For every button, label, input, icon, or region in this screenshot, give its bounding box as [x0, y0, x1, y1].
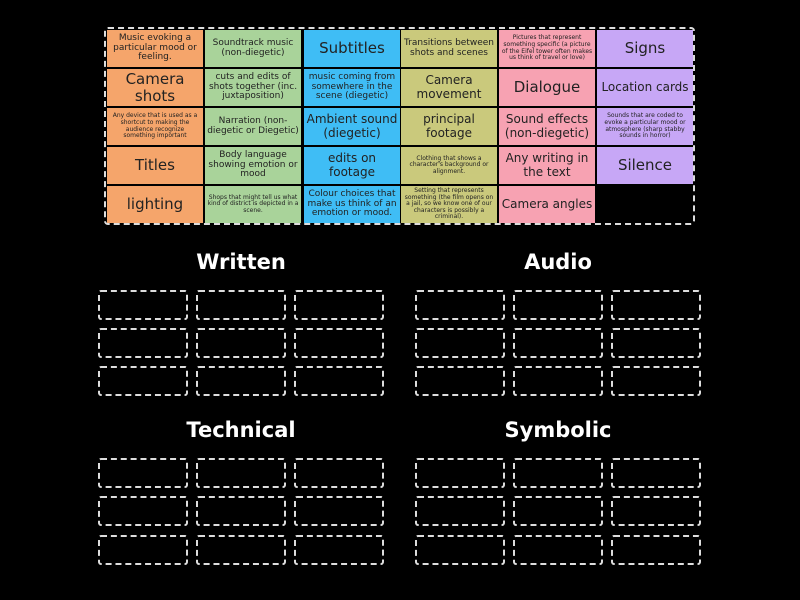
group-title: Written	[196, 250, 286, 274]
drop-slot[interactable]	[98, 366, 188, 396]
drop-slot[interactable]	[294, 290, 384, 320]
draggable-tile[interactable]: Body language showing emotion or mood	[205, 147, 301, 184]
draggable-tile[interactable]: Soundtrack music (non-diegetic)	[205, 30, 301, 67]
drop-slot[interactable]	[196, 458, 286, 488]
drop-slot[interactable]	[98, 535, 188, 565]
drop-slot[interactable]	[98, 290, 188, 320]
draggable-tile[interactable]: Pictures that represent something specif…	[499, 30, 595, 67]
drop-slot[interactable]	[611, 458, 701, 488]
drop-slot[interactable]	[415, 290, 505, 320]
draggable-tile[interactable]: Location cards	[597, 69, 693, 106]
draggable-tile[interactable]: Colour choices that make us think of an …	[304, 186, 400, 223]
draggable-tile[interactable]: Clothing that shows a character's backgr…	[401, 147, 497, 184]
draggable-tile[interactable]: Ambient sound (diegetic)	[304, 108, 400, 145]
draggable-tile[interactable]: Any writing in the text	[499, 147, 595, 184]
draggable-tile[interactable]: Camera movement	[401, 69, 497, 106]
tile-bank	[104, 27, 695, 225]
draggable-tile[interactable]: Shops that might tell us what kind of di…	[205, 186, 301, 223]
draggable-tile[interactable]: Sounds that are coded to evoke a particu…	[597, 108, 693, 145]
draggable-tile[interactable]: Titles	[107, 147, 203, 184]
draggable-tile[interactable]: music coming from somewhere in the scene…	[304, 69, 400, 106]
drop-slot[interactable]	[513, 458, 603, 488]
drop-slot[interactable]	[415, 535, 505, 565]
draggable-tile[interactable]: Narration (non-diegetic or Diegetic)	[205, 108, 301, 145]
draggable-tile[interactable]: Signs	[597, 30, 693, 67]
drop-slot[interactable]	[294, 496, 384, 526]
draggable-tile[interactable]: principal footage	[401, 108, 497, 145]
draggable-tile[interactable]: Dialogue	[499, 69, 595, 106]
group-title: Symbolic	[504, 418, 612, 442]
group-title: Audio	[524, 250, 592, 274]
drop-slot[interactable]	[415, 366, 505, 396]
drop-slot[interactable]	[294, 366, 384, 396]
drop-slot[interactable]	[196, 535, 286, 565]
draggable-tile[interactable]: cuts and edits of shots together (inc. j…	[205, 69, 301, 106]
drop-slot[interactable]	[196, 290, 286, 320]
drop-slot[interactable]	[415, 496, 505, 526]
draggable-tile[interactable]: Subtitles	[304, 30, 400, 67]
drop-slot[interactable]	[98, 458, 188, 488]
draggable-tile[interactable]: Sound effects (non-diegetic)	[499, 108, 595, 145]
drop-slot[interactable]	[513, 496, 603, 526]
draggable-tile[interactable]: Any device that is used as a shortcut to…	[107, 108, 203, 145]
draggable-tile[interactable]: Camera shots	[107, 69, 203, 106]
drop-slot[interactable]	[196, 496, 286, 526]
drop-slot[interactable]	[611, 328, 701, 358]
drop-slot[interactable]	[294, 328, 384, 358]
drop-slot[interactable]	[196, 366, 286, 396]
drop-slot[interactable]	[513, 366, 603, 396]
drop-slot[interactable]	[415, 458, 505, 488]
draggable-tile[interactable]: Setting that represents something (the f…	[401, 186, 497, 223]
drop-slot[interactable]	[611, 535, 701, 565]
drop-slot[interactable]	[294, 535, 384, 565]
drop-slot[interactable]	[98, 328, 188, 358]
drop-slot[interactable]	[611, 496, 701, 526]
drop-slot[interactable]	[294, 458, 384, 488]
drop-slot[interactable]	[513, 535, 603, 565]
draggable-tile[interactable]: Camera angles	[499, 186, 595, 223]
draggable-tile[interactable]: Silence	[597, 147, 693, 184]
drop-slot[interactable]	[98, 496, 188, 526]
drop-slot[interactable]	[611, 290, 701, 320]
drop-slot[interactable]	[196, 328, 286, 358]
drop-slot[interactable]	[415, 328, 505, 358]
draggable-tile[interactable]: Transitions between shots and scenes	[401, 30, 497, 67]
drop-slot[interactable]	[513, 290, 603, 320]
drop-slot[interactable]	[513, 328, 603, 358]
draggable-tile[interactable]: lighting	[107, 186, 203, 223]
drop-slot[interactable]	[611, 366, 701, 396]
draggable-tile[interactable]: Music evoking a particular mood or feeli…	[107, 30, 203, 67]
group-title: Technical	[186, 418, 296, 442]
draggable-tile[interactable]: edits on footage	[304, 147, 400, 184]
